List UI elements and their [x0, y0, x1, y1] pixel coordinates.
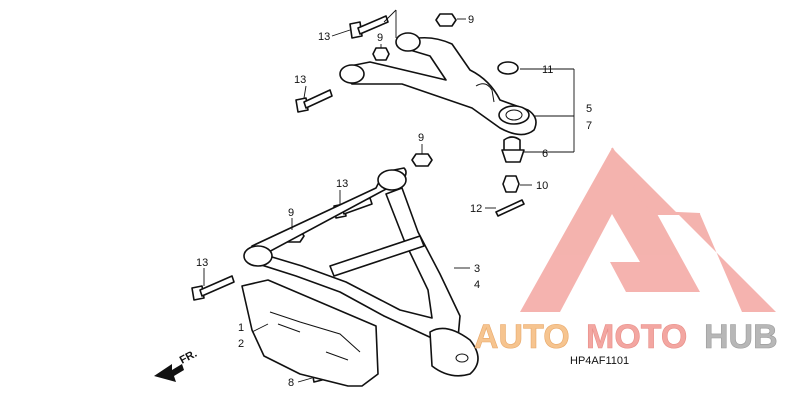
- cotter-pin: [495, 199, 525, 217]
- watermark-text: AUTO MOTO HUB: [474, 318, 778, 357]
- svg-text:HUB: HUB: [704, 318, 778, 356]
- callout-1: 1: [238, 322, 244, 334]
- callout-9: 9: [418, 132, 424, 144]
- callout-2: 2: [238, 338, 244, 350]
- ball-joint: [501, 136, 525, 163]
- upper-arm: [339, 32, 537, 136]
- direction-label: FR.: [178, 348, 199, 367]
- callout-13: 13: [294, 74, 306, 86]
- circlip: [497, 61, 519, 75]
- callout-13: 13: [318, 31, 330, 43]
- callout-6: 6: [542, 148, 548, 160]
- skid-plate: [241, 279, 379, 387]
- callout-12: 12: [470, 203, 482, 215]
- callout-9: 9: [468, 14, 474, 26]
- callout-10: 10: [536, 180, 548, 192]
- callout-8: 8: [288, 377, 294, 389]
- watermark-logo: [520, 147, 776, 312]
- svg-text:MOTO: MOTO: [586, 318, 687, 356]
- callout-11: 11: [542, 64, 553, 76]
- callout-9: 9: [377, 32, 383, 44]
- callout-13: 13: [336, 178, 348, 190]
- lower-arm: [243, 167, 479, 377]
- callout-labels: 13 9 9 13 11 5 7 6 9 13 10 12 9 3 4 13 1…: [196, 14, 592, 389]
- callout-9: 9: [288, 207, 294, 219]
- callout-13: 13: [196, 257, 208, 269]
- svg-text:AUTO: AUTO: [474, 318, 570, 356]
- leader-lines: [203, 9, 575, 383]
- direction-arrow-icon: [154, 364, 184, 382]
- callout-5: 5: [586, 103, 592, 115]
- diagram-code: HP4AF1101: [570, 355, 629, 367]
- callout-3: 3: [474, 263, 480, 275]
- callout-7: 7: [586, 120, 592, 132]
- callout-4: 4: [474, 279, 480, 291]
- watermark-triangle-icon: [520, 148, 776, 312]
